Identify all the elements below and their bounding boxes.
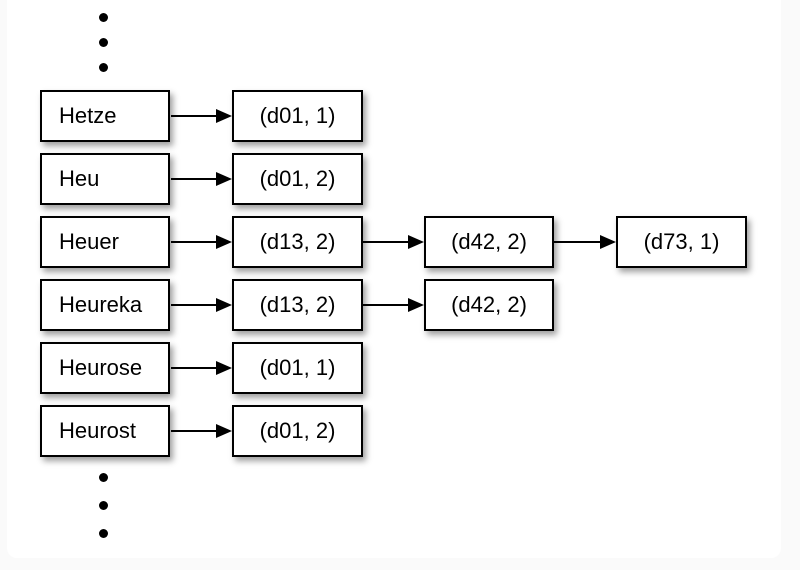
posting-label: (d13, 2) (259, 292, 336, 317)
posting-box: (d01, 2) (232, 153, 363, 205)
arrow-right-icon (171, 361, 232, 375)
ellipsis-bottom-dot-icon (99, 473, 108, 482)
term-label: Heuer (59, 229, 119, 254)
posting-label: (d42, 2) (451, 292, 527, 317)
posting-box: (d42, 2) (424, 216, 554, 268)
term-label: Heurost (59, 418, 137, 443)
term-box-heuer: Heuer (40, 216, 170, 268)
posting-box: (d42, 2) (424, 279, 554, 331)
term-box-hetze: Hetze (40, 90, 170, 142)
term-box-heurose: Heurose (40, 342, 170, 394)
arrow-right-icon (171, 424, 232, 438)
ellipsis-bottom-dot-icon (99, 529, 108, 538)
arrow-right-icon (171, 172, 232, 186)
term-box-heu: Heu (40, 153, 170, 205)
arrow-right-icon (363, 235, 424, 249)
term-label: Heu (59, 166, 100, 191)
term-label: Heurose (59, 355, 143, 380)
posting-label: (d73, 1) (643, 229, 720, 254)
posting-label: (d01, 2) (259, 418, 336, 443)
term-box-heureka: Heureka (40, 279, 170, 331)
ellipsis-top-dot-icon (99, 13, 108, 22)
posting-label: (d01, 1) (259, 103, 336, 128)
ellipsis-top-dot-icon (99, 38, 108, 47)
arrow-right-icon (363, 298, 424, 312)
term-label: Hetze (59, 103, 117, 128)
term-label: Heureka (59, 292, 143, 317)
arrow-right-icon (171, 298, 232, 312)
arrow-right-icon (171, 235, 232, 249)
arrow-right-icon (171, 109, 232, 123)
posting-label: (d01, 2) (259, 166, 336, 191)
posting-box: (d01, 1) (232, 342, 363, 394)
posting-box: (d73, 1) (616, 216, 747, 268)
arrow-right-icon (554, 235, 616, 249)
posting-box: (d13, 2) (232, 216, 363, 268)
posting-box: (d01, 1) (232, 90, 363, 142)
ellipsis-top-dot-icon (99, 63, 108, 72)
posting-label: (d42, 2) (451, 229, 527, 254)
posting-box: (d13, 2) (232, 279, 363, 331)
ellipsis-bottom-dot-icon (99, 501, 108, 510)
posting-box: (d01, 2) (232, 405, 363, 457)
term-box-heurost: Heurost (40, 405, 170, 457)
posting-label: (d01, 1) (259, 355, 336, 380)
posting-label: (d13, 2) (259, 229, 336, 254)
